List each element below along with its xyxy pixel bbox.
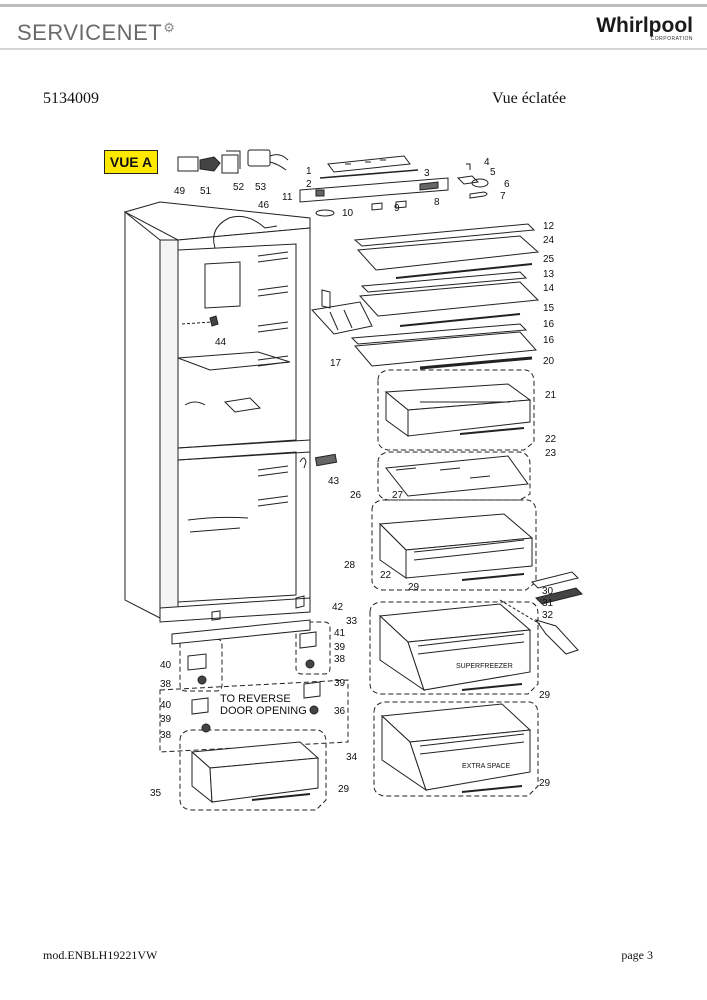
cabinet-body	[123, 201, 338, 623]
part-label: 33	[346, 616, 358, 627]
part-label: 26	[350, 490, 362, 501]
part-label: 35	[150, 788, 162, 799]
part-label: 17	[330, 358, 342, 369]
model-number: 5134009	[43, 90, 99, 107]
part-label: 30	[542, 586, 554, 597]
extraspace-label: EXTRA SPACE	[462, 763, 510, 770]
part-label: 41	[334, 628, 346, 639]
part-label: 14	[543, 283, 555, 294]
part-label: 43	[328, 476, 340, 487]
part-label: 2	[306, 179, 312, 190]
part-label: 23	[545, 448, 557, 459]
view-label-badge: VUE A	[104, 150, 158, 174]
servicenet-logo: SERVICENET⚙	[17, 20, 176, 45]
part-label: 21	[545, 390, 557, 401]
part-label: 16	[543, 319, 555, 330]
part-label: 31	[542, 598, 554, 609]
part-label: 5	[490, 167, 496, 178]
part-label: 39	[160, 714, 172, 725]
part-label: 11	[282, 192, 293, 203]
part-label: 16	[543, 335, 555, 346]
part-label: 39	[334, 678, 346, 689]
drawer-35	[190, 741, 320, 804]
part-label: 15	[543, 303, 555, 314]
part-number-labels: 49 51 52 53 46 1 2 11 3 4 5 6 7 8 9 10 1…	[150, 157, 557, 799]
part-label: 32	[542, 610, 554, 621]
part-label: 51	[200, 186, 212, 197]
part-label: 40	[160, 660, 172, 671]
part-label: 20	[543, 356, 555, 367]
part-label: 22	[545, 434, 557, 445]
part-label: 13	[543, 269, 555, 280]
part-label: 3	[424, 168, 430, 179]
part-label: 52	[233, 182, 245, 193]
part-label: 29	[338, 784, 350, 795]
dashed-callout-boxes	[159, 369, 539, 811]
part-label: 27	[392, 490, 404, 501]
part-label: 12	[543, 221, 555, 232]
part-label: 36	[334, 706, 346, 717]
footer-page-number: page 3	[621, 948, 653, 962]
exploded-view-diagram: SUPERFREEZER EXTRA SPACE TO REVERSE DOOR…	[123, 149, 583, 811]
part-label: 46	[258, 200, 270, 211]
view-title: Vue éclatée	[492, 90, 567, 107]
part-label: 29	[539, 690, 551, 701]
part-label: 40	[160, 700, 172, 711]
part-label: 24	[543, 235, 555, 246]
drawer-28	[378, 513, 534, 581]
part-label: 29	[408, 582, 420, 593]
footer-model: mod.ENBLH19221VW	[43, 948, 158, 962]
part-label: 38	[160, 730, 172, 741]
drawer-34-extraspace: EXTRA SPACE	[380, 703, 532, 793]
hinge-parts: TO REVERSE DOOR OPENING	[171, 619, 321, 733]
part-label: 28	[344, 560, 356, 571]
part-label: 9	[394, 203, 400, 214]
control-panel-group	[299, 155, 489, 217]
header-rule-top	[0, 4, 707, 7]
part-label: 10	[342, 208, 354, 219]
part-label: 38	[160, 679, 172, 690]
part-label: 44	[215, 337, 227, 348]
part-label: 34	[346, 752, 358, 763]
part-label: 6	[504, 179, 510, 190]
gear-icon: ⚙	[163, 20, 176, 35]
part-label: 42	[332, 602, 344, 613]
ice-parts	[499, 571, 583, 655]
part-label: 8	[434, 197, 440, 208]
part-label: 38	[334, 654, 346, 665]
reverse-note-line2: DOOR OPENING	[220, 705, 307, 717]
part-label: 1	[306, 166, 312, 177]
part-label: 29	[539, 778, 551, 789]
door-shelves-group	[311, 223, 540, 370]
part-label: 53	[255, 182, 267, 193]
part-label: 49	[174, 186, 186, 197]
glass-shelf-26	[385, 455, 529, 497]
accessory-parts-group	[177, 149, 289, 174]
part-label: 22	[380, 570, 392, 581]
drawer-21	[384, 383, 532, 437]
part-label: 39	[334, 642, 346, 653]
superfreezer-label: SUPERFREEZER	[456, 663, 513, 670]
part-label: 7	[500, 191, 506, 202]
part-label: 25	[543, 254, 555, 265]
reverse-note-line1: TO REVERSE	[220, 693, 291, 705]
header-rule-bottom	[0, 48, 707, 50]
part-label: 4	[484, 157, 490, 168]
drawer-33-superfreezer: SUPERFREEZER	[378, 603, 532, 692]
